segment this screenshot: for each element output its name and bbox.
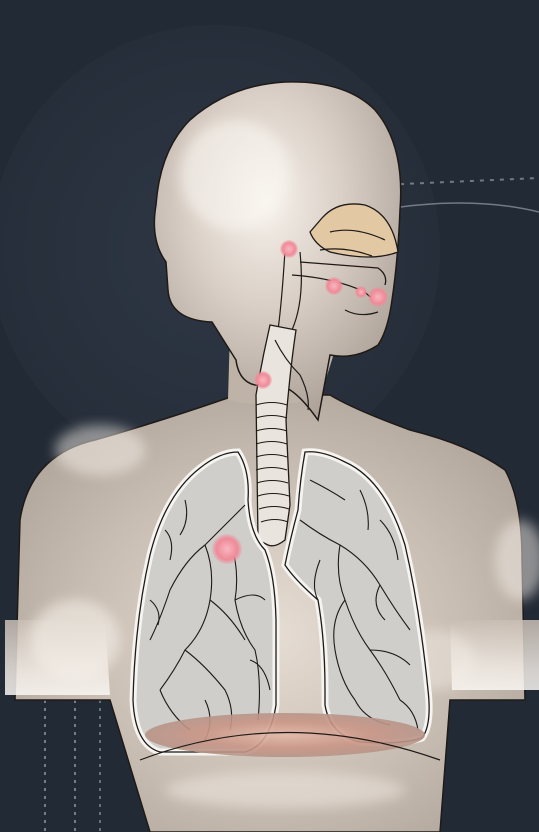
abdomen-glow <box>165 772 405 808</box>
infection-spot <box>280 240 298 258</box>
infection-spot <box>212 534 242 564</box>
infection-spot <box>325 277 343 295</box>
infection-spot <box>254 371 272 389</box>
diaphragm <box>145 713 425 757</box>
infection-spot <box>355 286 367 298</box>
infection-spot <box>368 287 388 307</box>
